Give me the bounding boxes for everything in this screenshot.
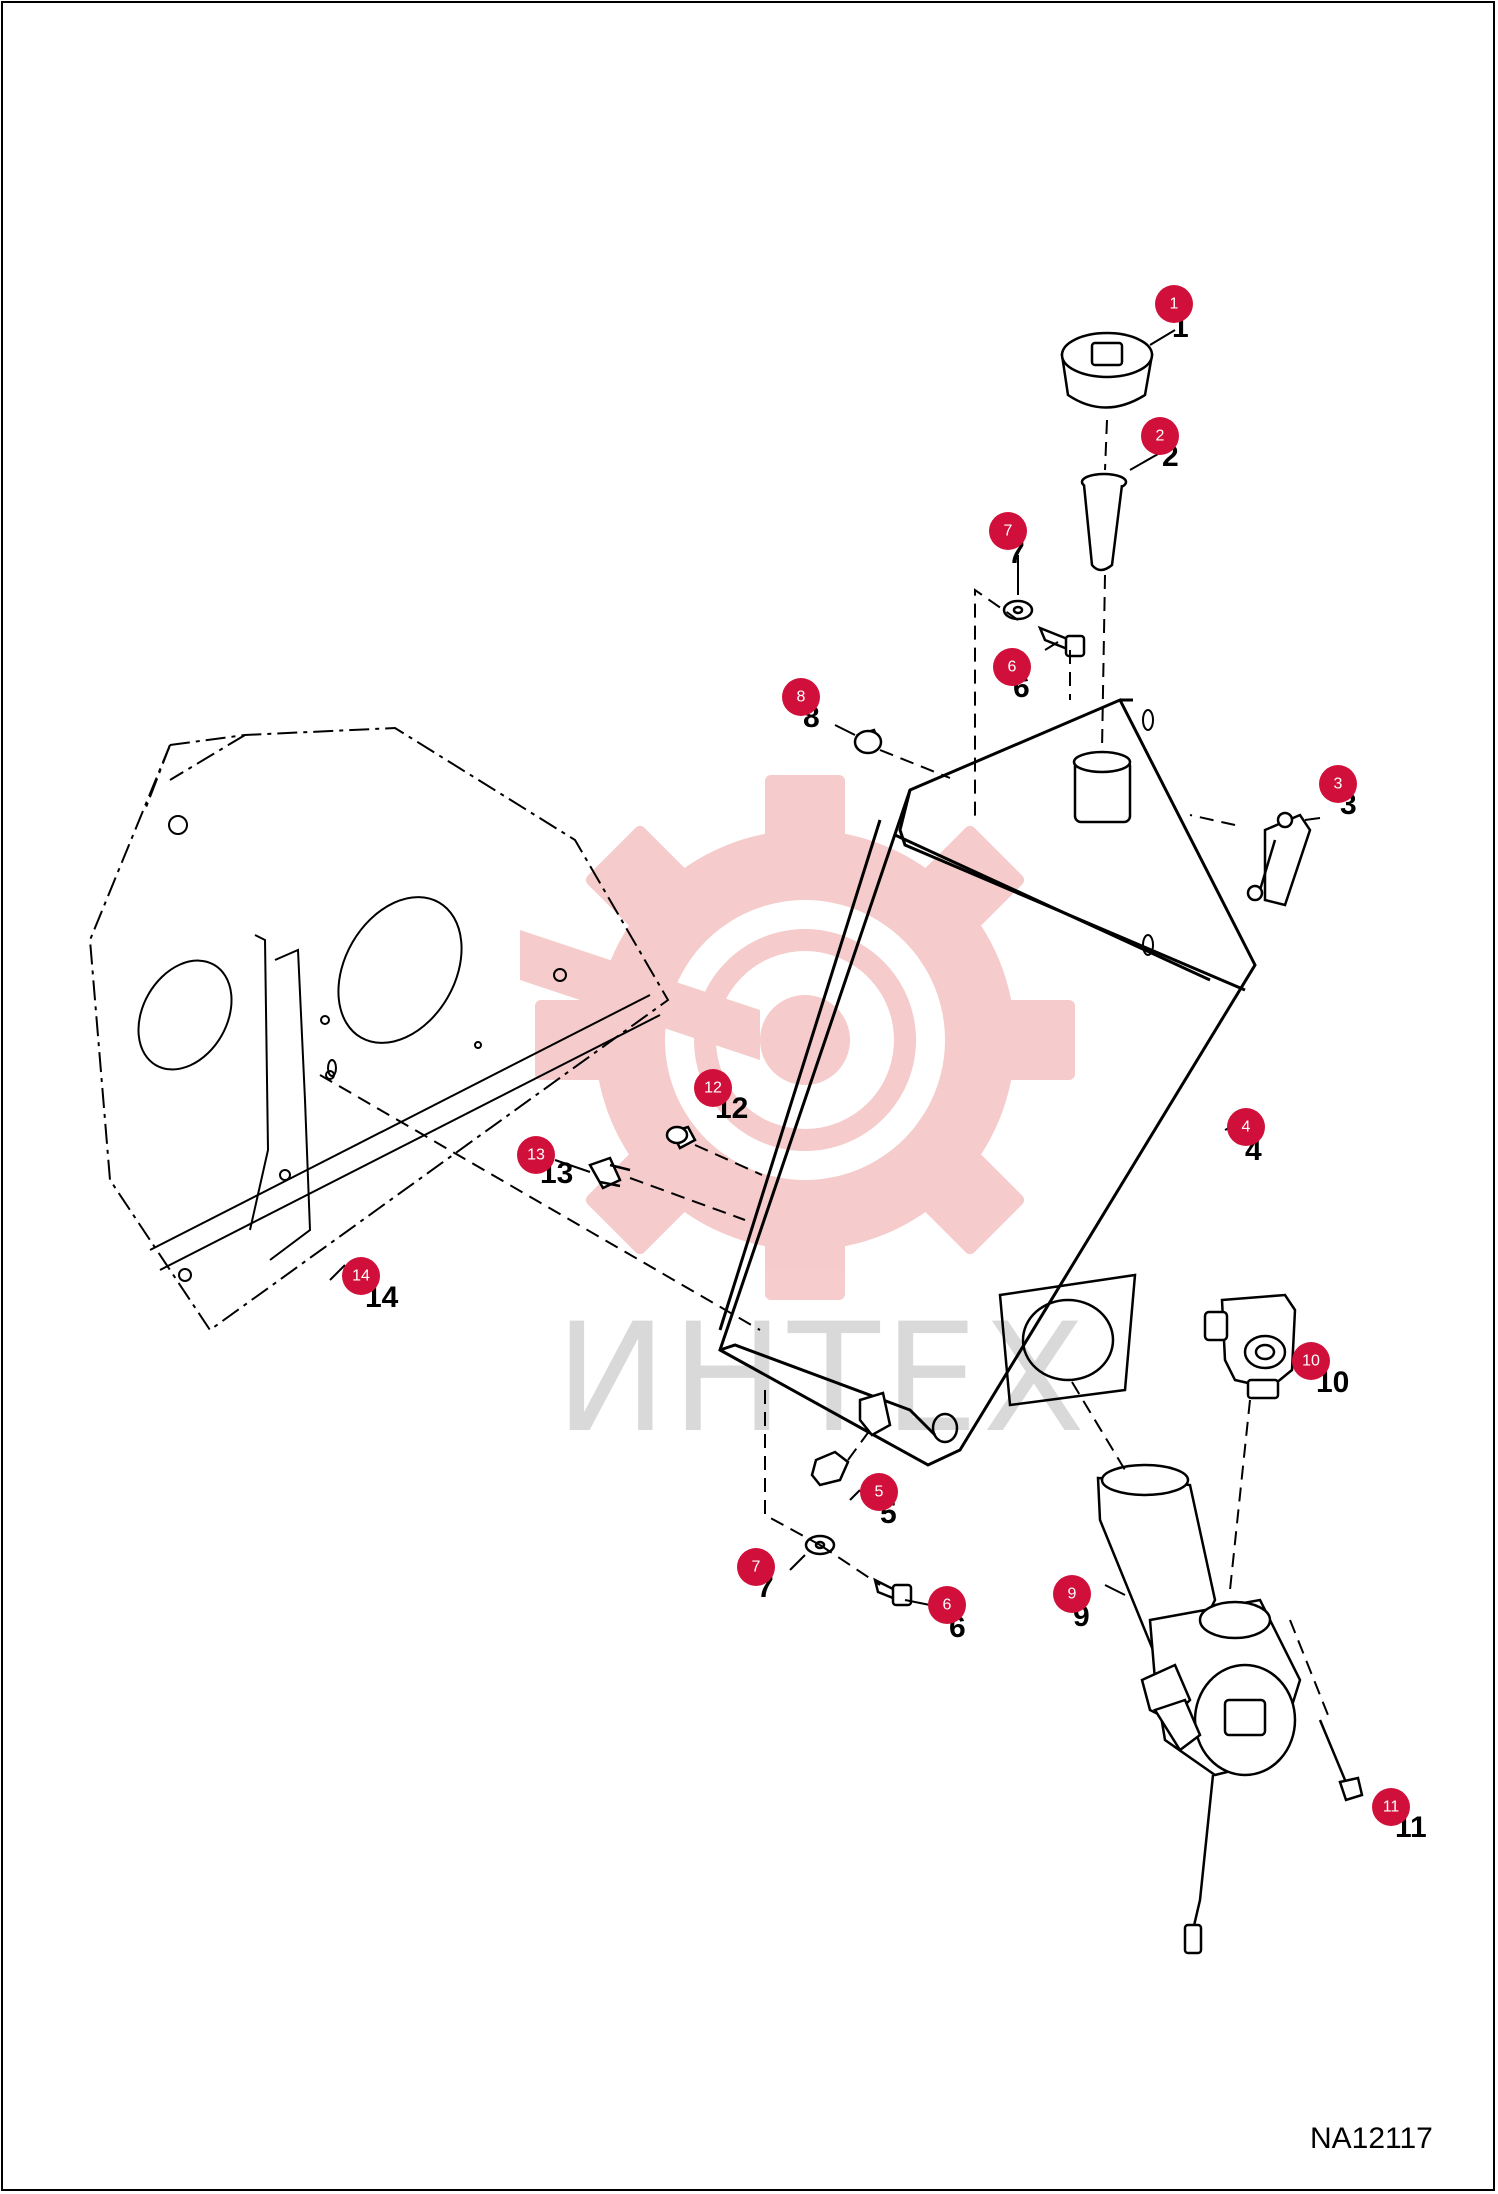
assembly-lines: [319, 419, 1331, 1721]
pressure-switch-icon: [1203, 1293, 1297, 1400]
callout-6-top-badge: [993, 648, 1031, 686]
return-filter-icon: [1096, 1463, 1302, 1955]
hydraulic-reservoir: [718, 698, 1257, 1467]
callout-6-bottom-badge: [928, 1586, 966, 1624]
callout-13-badge-label: 13: [527, 1147, 545, 1164]
callout-6-top-badge-label: 6: [1008, 659, 1017, 676]
callout-2-badge-label: 2: [1156, 428, 1165, 445]
callout-2: 2 2: [1141, 417, 1179, 473]
callout-5-badge-label: 5: [875, 1484, 884, 1501]
callout-14-badge: [342, 1257, 380, 1295]
callout-11: 11 11: [1372, 1788, 1427, 1844]
callout-9: 9 9: [1053, 1575, 1091, 1633]
callout-14-badge-label: 14: [352, 1268, 370, 1285]
callout-4: 4 4: [1227, 1108, 1265, 1167]
callout-9-badge: [1053, 1575, 1091, 1613]
callout-11-badge-label: 11: [1383, 1799, 1400, 1816]
callout-5-badge: [860, 1473, 898, 1511]
drawing-id: NA12117: [1310, 2122, 1433, 2155]
filler-strainer-icon: [1080, 472, 1128, 572]
callout-6-top: 6 6: [993, 648, 1031, 704]
callout-1-badge-label: 1: [1170, 296, 1179, 313]
callout-5: 5 5: [860, 1473, 898, 1530]
callout-1: 1 1: [1155, 285, 1193, 344]
callout-4-badge: [1227, 1108, 1265, 1146]
callout-3-badge-label: 3: [1334, 776, 1343, 793]
callout-2-badge: [1141, 417, 1179, 455]
filler-tube: [1072, 750, 1132, 824]
watermark-text: ИНТЕХ: [555, 1292, 1089, 1466]
callout-12-badge-label: 12: [704, 1080, 722, 1097]
callout-9-badge-label: 9: [1068, 1586, 1077, 1603]
phantom-frame-panel: [88, 726, 670, 1332]
callout-10: 10 10: [1292, 1342, 1349, 1399]
watermark-gear-icon: [520, 775, 1075, 1300]
callout-7-top-badge: [989, 512, 1027, 550]
callout-7-top-badge-label: 7: [1004, 523, 1013, 540]
callout-8: 8 8: [782, 678, 820, 734]
callout-8-badge-label: 8: [797, 689, 806, 706]
callout-13: 13 13: [517, 1136, 573, 1190]
sight-gauge-icon: [1246, 811, 1312, 907]
callout-12: 12 12: [694, 1069, 748, 1125]
callout-14: 14 14: [342, 1257, 399, 1314]
callout-7-bottom-badge-label: 7: [752, 1559, 761, 1576]
filler-cap-icon: [1060, 331, 1154, 409]
callout-13-badge: [517, 1136, 555, 1174]
callout-3-badge: [1319, 765, 1357, 803]
callout-10-badge: [1292, 1342, 1330, 1380]
callout-7-bottom-badge: [737, 1548, 775, 1586]
callout-10-badge-label: 10: [1302, 1353, 1320, 1370]
callout-8-badge: [782, 678, 820, 716]
callout-7-top: 7 7: [989, 512, 1027, 570]
callout-12-badge: [694, 1069, 732, 1107]
callout-3: 3 3: [1319, 765, 1357, 821]
callout-11-badge: [1372, 1788, 1410, 1826]
fitting-icons: [588, 1125, 697, 1190]
callout-1-badge: [1155, 285, 1193, 323]
bolt-item11-icon: [1318, 1719, 1364, 1802]
callout-6-bottom-badge-label: 6: [943, 1597, 952, 1614]
callout-4-badge-label: 4: [1242, 1119, 1251, 1136]
callout-6-bottom: 6 6: [928, 1586, 966, 1644]
callout-7-bottom: 7 7: [737, 1548, 775, 1604]
